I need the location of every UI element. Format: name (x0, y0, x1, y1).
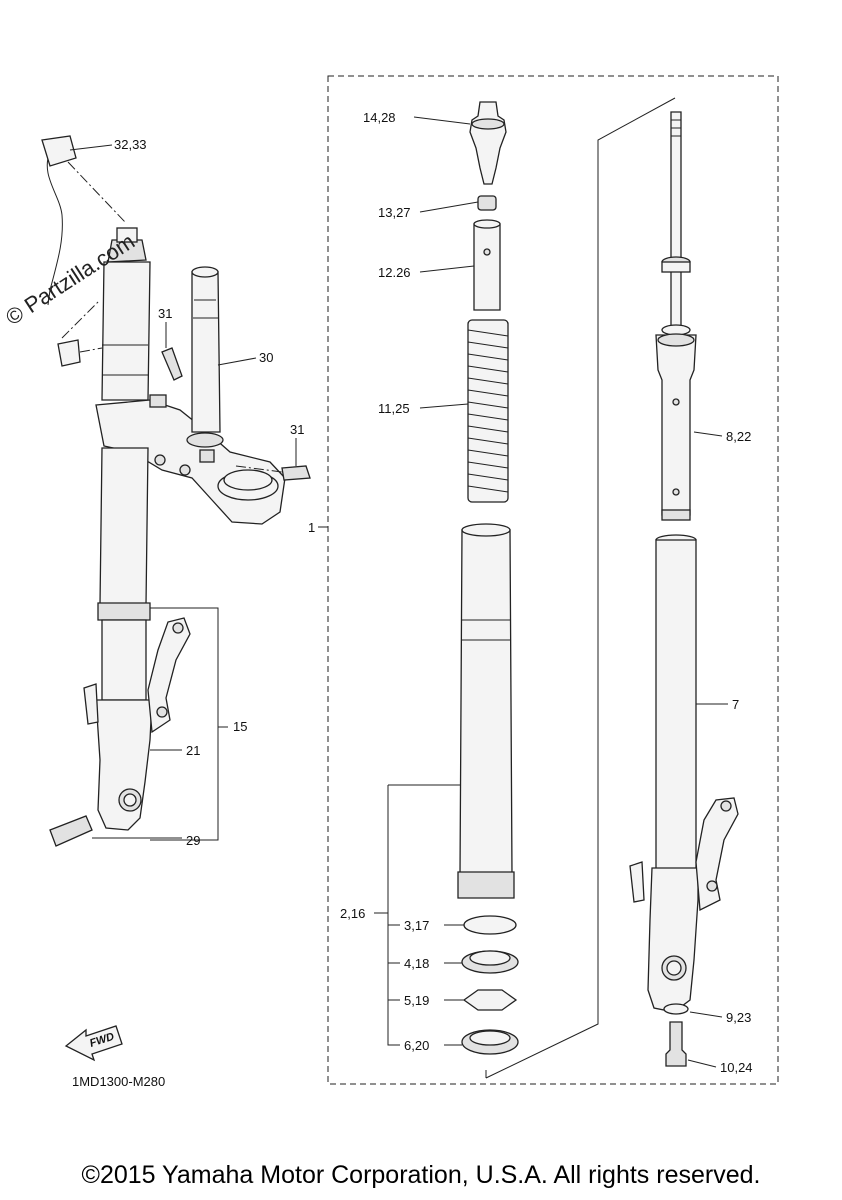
diagram-code: 1MD1300-M280 (72, 1074, 165, 1089)
spring-coils (467, 329, 509, 493)
sensor-connector (57, 339, 81, 367)
washer-9 (663, 1003, 689, 1015)
clip-5 (462, 989, 518, 1011)
cap-bolt-14 (469, 101, 507, 185)
right-group-frame (485, 97, 676, 1079)
seal-ring-3 (463, 915, 517, 935)
cartridge-8 (655, 334, 697, 516)
assembly-frame (327, 75, 779, 1085)
inner-tube-7 (655, 539, 697, 871)
label-15: 15 (233, 719, 247, 734)
spring-11 (467, 319, 509, 503)
outer-tube-bottom-ring (457, 871, 515, 899)
bolt-31-side (281, 465, 311, 481)
label-13-27: 13,27 (378, 205, 411, 220)
sensor-wire (46, 151, 63, 306)
label-31-top: 31 (158, 306, 172, 321)
nut-13 (477, 195, 497, 211)
label-10-24: 10,24 (720, 1060, 753, 1075)
fwd-arrow: FWD (64, 1025, 123, 1062)
label-29: 29 (186, 833, 200, 848)
right-caliper-bracket (695, 797, 739, 912)
label-21: 21 (186, 743, 200, 758)
label-5-19: 5,19 (404, 993, 429, 1008)
steering-shaft (191, 271, 221, 433)
bolt-31-top (161, 347, 183, 381)
leader-lines-right (687, 431, 728, 1068)
label-1: 1 (308, 520, 315, 535)
label-12-26: 12.26 (378, 265, 411, 280)
label-11-25: 11,25 (378, 401, 410, 416)
center-parts (457, 101, 519, 1055)
lower-leg-21 (95, 699, 153, 831)
leader-lines-center (374, 116, 479, 1046)
label-7: 7 (732, 697, 739, 712)
right-lever-clip (629, 861, 645, 903)
copyright-notice: ©2015 Yamaha Motor Corporation, U.S.A. A… (82, 1161, 761, 1189)
label-2-16: 2,16 (340, 906, 365, 921)
bolt-10 (665, 1021, 687, 1067)
lever-clip (83, 683, 99, 725)
label-9-23: 9,23 (726, 1010, 751, 1025)
assembled-fork (41, 135, 311, 847)
caliper-bracket (147, 617, 191, 734)
outer-tube-seal-ring (97, 602, 151, 621)
label-30: 30 (259, 350, 273, 365)
fork-cap-nut-left (116, 227, 138, 243)
label-31-side: 31 (290, 422, 304, 437)
label-8-22: 8,22 (726, 429, 751, 444)
sensor-plug (41, 135, 77, 167)
right-parts (629, 111, 739, 1067)
outer-tube-2 (459, 529, 513, 876)
axle-bracket-7 (647, 867, 699, 1013)
outer-tube (99, 447, 149, 606)
outer-tube-upper (101, 261, 151, 401)
label-4-18: 4,18 (404, 956, 429, 971)
axle-bolt-29 (49, 815, 93, 847)
inner-tube (101, 619, 147, 701)
leader-lines-left (69, 144, 328, 841)
spacer-tube-12 (473, 223, 501, 311)
damper-rod (670, 111, 682, 331)
label-6-20: 6,20 (404, 1038, 429, 1053)
label-3-17: 3,17 (404, 918, 429, 933)
label-32-33: 32,33 (114, 137, 147, 152)
label-14-28: 14,28 (363, 110, 396, 125)
